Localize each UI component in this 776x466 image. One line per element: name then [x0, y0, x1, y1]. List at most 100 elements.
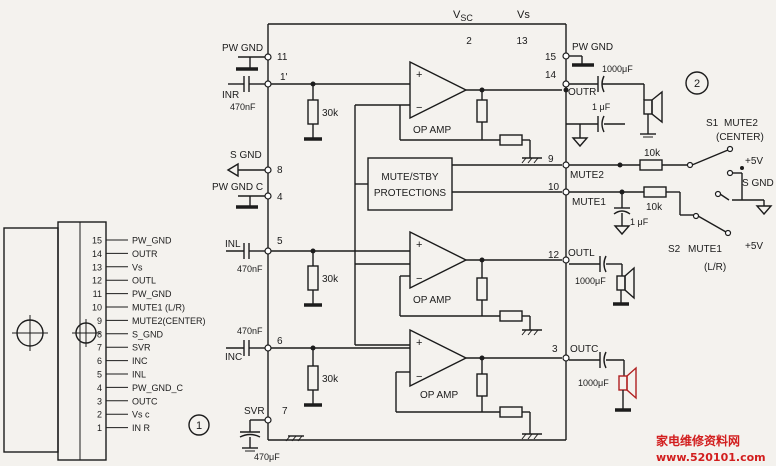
outc-label: OUTC	[570, 344, 598, 355]
pin-5-number: 5	[277, 236, 283, 247]
mute1-label: MUTE1	[572, 197, 606, 208]
feedback-resistor-icon	[476, 99, 488, 123]
resistor-r2	[307, 265, 319, 291]
s-gnd-label: S GND	[230, 150, 262, 161]
vsc-pin-number: 2	[466, 36, 472, 47]
s2-label: S2	[668, 244, 681, 255]
op-amp-3: + − OP AMP	[395, 328, 562, 440]
outl-label: OUTL	[568, 248, 595, 259]
plus5v-2-label: +5V	[745, 241, 763, 252]
resistor-r3	[307, 365, 319, 391]
speaker-r-cone-icon	[651, 90, 663, 124]
right-pins: 15 PW GND 14 1000μF OUTR 1 μF 9 MUTE2	[545, 42, 694, 412]
s2-name: MUTE1	[688, 244, 722, 255]
pin-12-number: 12	[548, 250, 560, 261]
pw-gnd-label: PW GND	[222, 43, 263, 54]
pin-11-number: 11	[277, 52, 288, 63]
feedback-resistor-icon	[476, 373, 488, 397]
outr-label: OUTR	[568, 87, 596, 98]
speaker-l-icon	[616, 275, 626, 291]
figure-number-2: 2	[694, 78, 700, 90]
package-pin-number: 14	[92, 249, 102, 259]
figure-number-circle	[188, 414, 210, 436]
package-pin-number: 6	[97, 356, 102, 366]
pin-9-number: 9	[548, 154, 554, 165]
op-amp-1: + − OP AMP	[399, 60, 562, 164]
package-pin-label: S_GND	[132, 329, 164, 339]
package-pin-label: Vs c	[132, 410, 150, 420]
r1-value: 30k	[322, 108, 339, 119]
inr-label: INR	[222, 90, 239, 101]
op-amp-3-label: OP AMP	[420, 390, 458, 401]
cap-12-value: 1000μF	[575, 276, 606, 286]
r10k-1-value: 10k	[644, 148, 661, 159]
op-amp-2-label: OP AMP	[413, 295, 451, 306]
input-resistors: 30k 30k 30k	[304, 81, 339, 407]
s-gnd-arrow-icon	[226, 162, 239, 178]
r3-value: 30k	[322, 374, 339, 385]
feedback-resistor-icon	[499, 310, 523, 322]
plus5v-1-label: +5V	[745, 156, 763, 167]
svg-text:+: +	[416, 69, 422, 81]
package-pin-label: INL	[132, 370, 146, 380]
inl-label: INL	[225, 239, 241, 250]
package-pin-number: 3	[97, 396, 102, 406]
pin-14-number: 14	[545, 70, 557, 81]
cap-1u-top-value: 1 μF	[592, 102, 611, 112]
pin-3-number: 3	[552, 344, 558, 355]
package-pin-label: Vs	[132, 262, 143, 272]
package-pin-number: 13	[92, 262, 102, 272]
watermark: 家电维修资料网 www.520101.com	[656, 433, 766, 464]
feedback-resistor-icon	[499, 134, 523, 146]
ground-arrow-icon	[613, 225, 631, 236]
package-pin-number: 10	[92, 303, 102, 313]
watermark-cn: 家电维修资料网	[656, 433, 740, 448]
cap-1u-bot-value: 1 μF	[630, 217, 649, 227]
svg-text:+: +	[416, 337, 422, 349]
mute-switches: 2 S1 MUTE2 (CENTER) +5V S GND +5V S2 MUT…	[668, 71, 774, 273]
package-pin-number: 5	[97, 370, 102, 380]
resistor-r1	[307, 99, 319, 125]
r10k-2-value: 10k	[646, 202, 663, 213]
pin-8-number: 8	[277, 165, 283, 176]
package-pin-label: OUTR	[132, 249, 158, 259]
feedback-resistor-icon	[499, 406, 523, 418]
svg-text:−: −	[416, 273, 422, 285]
package-pin-label: INC	[132, 356, 148, 366]
feedback-resistor-icon	[476, 277, 488, 301]
s1-sub: (CENTER)	[716, 132, 764, 143]
vs-label: Vs	[517, 9, 530, 21]
protection-line-1: MUTE/STBY	[381, 172, 439, 183]
inc-cap-value: 470nF	[237, 326, 263, 336]
protection-block: MUTE/STBY PROTECTIONS	[354, 104, 562, 346]
package-pin-label: OUTC	[132, 396, 158, 406]
s2-sub: (L/R)	[704, 262, 726, 273]
pin-15-number: 15	[545, 52, 557, 63]
package-pin-number: 4	[97, 383, 102, 393]
svg-text:−: −	[416, 371, 422, 383]
ground-arrow-icon	[571, 137, 589, 148]
package-pin-label: OUTL	[132, 276, 156, 286]
ground-arrow-icon	[755, 205, 773, 216]
package-pin-number: 7	[97, 343, 102, 353]
vs-pin-number: 13	[516, 36, 528, 47]
svr-label: SVR	[244, 406, 265, 417]
s1-label: S1	[706, 118, 719, 129]
svr-cap-value: 470μF	[254, 452, 280, 462]
cap-3-value: 1000μF	[578, 378, 609, 388]
speaker-c-cone-icon	[626, 366, 637, 400]
package-pin-number: 9	[97, 316, 102, 326]
s-gnd-right-label: S GND	[742, 178, 774, 189]
pw-gnd-c-label: PW GND C	[212, 182, 263, 193]
pin-10-number: 10	[548, 182, 560, 193]
package-pin-number: 15	[92, 236, 102, 246]
package-pin-label: PW_GND	[132, 236, 172, 246]
package-pin-label: PW_GND	[132, 289, 172, 299]
package-pin-label: IN R	[132, 423, 151, 433]
top-supply: VSC 2 Vs 13	[267, 9, 567, 441]
inl-cap-value: 470nF	[237, 264, 263, 274]
svg-text:+: +	[416, 239, 422, 251]
pin-7-number: 7	[282, 406, 288, 417]
